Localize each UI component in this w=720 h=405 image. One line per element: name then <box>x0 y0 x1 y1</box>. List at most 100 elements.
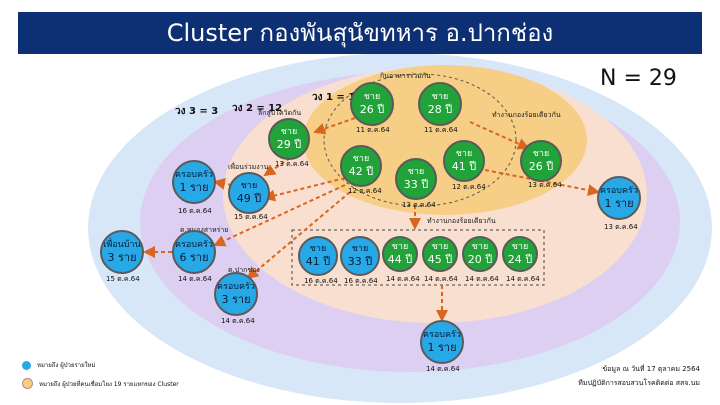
node-line1: ชาย <box>363 91 381 102</box>
arrow-d-m <box>246 191 351 280</box>
node-line1: ชาย <box>407 166 425 177</box>
node-date: 14 ต.ค.64 <box>221 317 255 325</box>
node-date: 16 ต.ค.64 <box>178 207 212 215</box>
node-line2: 28 ปี <box>427 102 453 116</box>
arrow-a-c <box>313 117 356 135</box>
note-work-same-company-1: ทำงานกองร้อยเดียวกัน <box>492 111 561 119</box>
footer-team: ทีมปฏิบัติการสอบสวนโรคติดต่อ สสจ.นม <box>578 379 700 387</box>
node-date: 13 ต.ค.64 <box>275 160 309 168</box>
arrow-c-i <box>263 157 291 177</box>
node-line1: ชาย <box>471 241 489 252</box>
total-count-label: N = 29 <box>600 66 677 91</box>
legend-ring-text: หมายถึง ผู้ป่วยที่คนเชื่อมโยง 19 รายแหกข… <box>39 380 179 388</box>
work-group-dashed-box <box>291 229 545 286</box>
node-date: 16 ต.ค.64 <box>304 277 338 285</box>
node-date: 13 ต.ค.64 <box>604 223 638 231</box>
legend-blue-dot <box>22 360 31 370</box>
node-line2: 3 ราย <box>221 292 251 306</box>
node-date: 14 ต.ค.64 <box>465 275 499 283</box>
node-line2: 29 ปี <box>276 137 302 151</box>
node-line2: 49 ปี <box>236 191 262 205</box>
node-line1: ชาย <box>352 153 370 164</box>
node-line2: 33 ปี <box>347 254 373 268</box>
node-line1: ชาย <box>511 241 529 252</box>
ring-1-label: วง 1 = 14 <box>312 92 363 103</box>
node-line1: ครอบครัว <box>423 329 461 340</box>
node-date: 14 ต.ค.64 <box>178 275 212 283</box>
node-date: 16 ต.ค.64 <box>344 277 378 285</box>
node-line1: ครอบครัว <box>600 185 638 196</box>
arrow-b-g <box>469 121 530 150</box>
title-bar: Cluster กองพันสุนัขทหาร อ.ปากช่อง <box>18 12 702 54</box>
note-eat-together: กินอาหารร่วมกัน <box>380 72 431 80</box>
node-line1: ครอบครัว <box>175 239 213 250</box>
node-line2: 41 ปี <box>305 254 331 268</box>
node-date: 12 ต.ค.64 <box>452 183 486 191</box>
footer-date: ข้อมูล ณ วันที่ 17 ตุลาคม 2564 <box>602 365 700 373</box>
node-line2: 26 ปี <box>359 102 385 116</box>
node-date: 13 ต.ค.64 <box>402 201 436 209</box>
note-senior: ลีกสูบโควิดกัน <box>258 109 302 117</box>
node-line2: 41 ปี <box>451 159 477 173</box>
node-line1: ชาย <box>309 243 327 254</box>
node-line2: 44 ปี <box>387 252 413 266</box>
note-coworker: เพื่อนร่วมงาน <box>228 163 269 171</box>
node-line2: 1 ราย <box>427 340 457 354</box>
node-date: 15 ต.ค.64 <box>106 275 140 283</box>
legend-ring-dot <box>22 378 33 389</box>
arrow-d-l <box>213 184 346 247</box>
eat-together-dashed <box>323 73 517 207</box>
node-date: 13 ต.ค.64 <box>528 181 562 189</box>
node-line1: ชาย <box>455 148 473 159</box>
node-line1: ชาย <box>431 91 449 102</box>
node-line1: ครอบครัว <box>217 281 255 292</box>
node-line2: 6 ราย <box>179 250 209 264</box>
node-line2: 33 ปี <box>403 177 429 191</box>
node-date: 14 ต.ค.64 <box>386 275 420 283</box>
legend-ring: หมายถึง ผู้ป่วยที่คนเชื่อมโยง 19 รายแหกข… <box>22 378 179 389</box>
node-line1: ชาย <box>240 180 258 191</box>
legend-new-case: หมายถึง ผู้ป่วยรายใหม่ <box>22 360 95 370</box>
legend-blue-text: หมายถึง ผู้ป่วยรายใหม่ <box>37 362 96 369</box>
node-date: 11 ต.ค.64 <box>424 126 458 134</box>
node-date: 14 ต.ค.64 <box>424 275 458 283</box>
node-line2: 1 ราย <box>604 196 634 210</box>
ring-3-label: วง 3 = 3 <box>175 106 219 117</box>
node-line1: ชาย <box>532 148 550 159</box>
node-date: 12 ต.ค.64 <box>348 187 382 195</box>
node-line2: 20 ปี <box>467 252 493 266</box>
node-date: 14 ต.ค.64 <box>506 275 540 283</box>
node-line1: ชาย <box>431 241 449 252</box>
node-line2: 26 ปี <box>528 159 554 173</box>
node-date: 14 ต.ค.64 <box>426 365 460 373</box>
node-line2: 3 ราย <box>107 250 137 264</box>
node-date: 15 ต.ค.64 <box>234 213 268 221</box>
node-line1: เพื่อนบ้าน <box>103 239 141 250</box>
node-line1: ครอบครัว <box>175 169 213 180</box>
node-date: 11 ต.ค.64 <box>356 126 390 134</box>
node-line2: 24 ปี <box>507 252 533 266</box>
note-work-same-company-2: ทำงานกองร้อยเดียวกัน <box>427 217 496 225</box>
node-line2: 42 ปี <box>348 164 374 178</box>
note-pakchong: ต.ปากช่อง <box>228 266 260 274</box>
node-line1: ชาย <box>391 241 409 252</box>
node-line2: 45 ปี <box>427 252 453 266</box>
